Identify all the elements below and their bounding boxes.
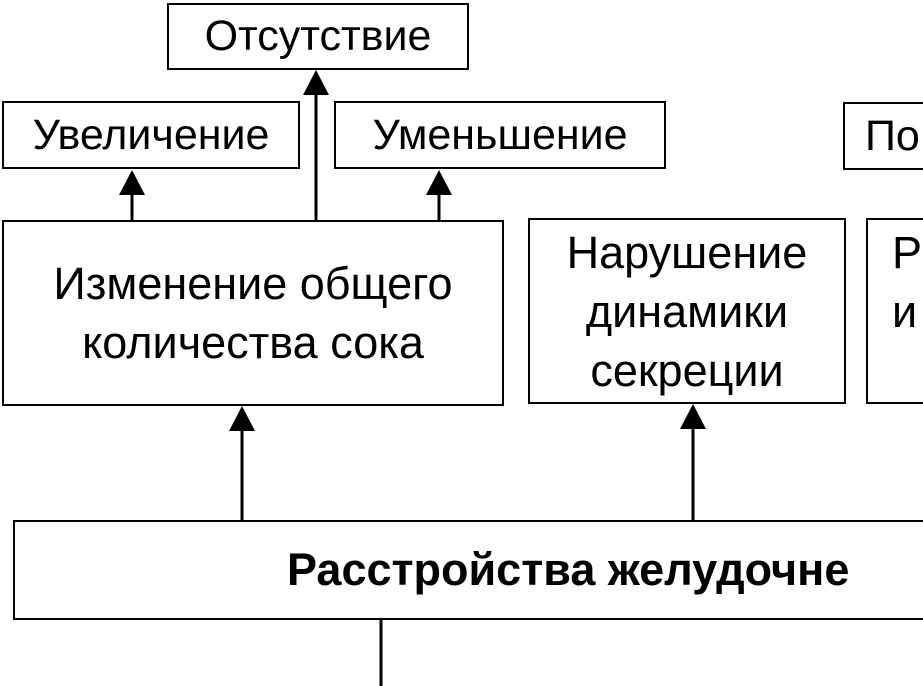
node-disorders-label: Расстройства желудочне xyxy=(287,544,850,595)
node-right-middle-line-1: Р xyxy=(892,227,923,278)
node-total-amount-line-1: Изменение общего xyxy=(53,258,453,309)
node-total-amount: Изменение общего количества сока xyxy=(2,220,504,406)
node-secretion-dynamics: Нарушение динамики секреции xyxy=(528,218,846,404)
node-secretion-dynamics-line-2: динамики xyxy=(585,285,789,337)
node-right-middle: Р и xyxy=(866,218,923,404)
node-absence-label: Отсутствие xyxy=(204,12,432,60)
arrow-disorders-to-total xyxy=(229,406,255,520)
arrow-total-to-increase xyxy=(119,170,145,220)
node-right-top-label: По xyxy=(865,111,920,160)
node-disorders: Расстройства желудочне xyxy=(13,520,923,620)
arrow-total-to-decrease xyxy=(426,170,452,220)
arrow-total-to-absence xyxy=(303,70,329,220)
node-right-middle-line-2: и xyxy=(892,286,918,337)
node-decrease-label: Уменьшение xyxy=(372,110,628,159)
node-secretion-dynamics-line-3: секреции xyxy=(590,344,784,396)
arrow-disorders-to-dynamics xyxy=(680,404,706,520)
node-decrease: Уменьшение xyxy=(334,101,666,169)
node-absence: Отсутствие xyxy=(167,3,469,70)
node-increase-label: Увеличение xyxy=(32,110,270,159)
node-right-top: По xyxy=(843,102,923,170)
node-total-amount-line-2: количества сока xyxy=(82,317,424,368)
node-secretion-dynamics-line-1: Нарушение xyxy=(566,226,808,278)
node-increase: Увеличение xyxy=(2,101,300,169)
